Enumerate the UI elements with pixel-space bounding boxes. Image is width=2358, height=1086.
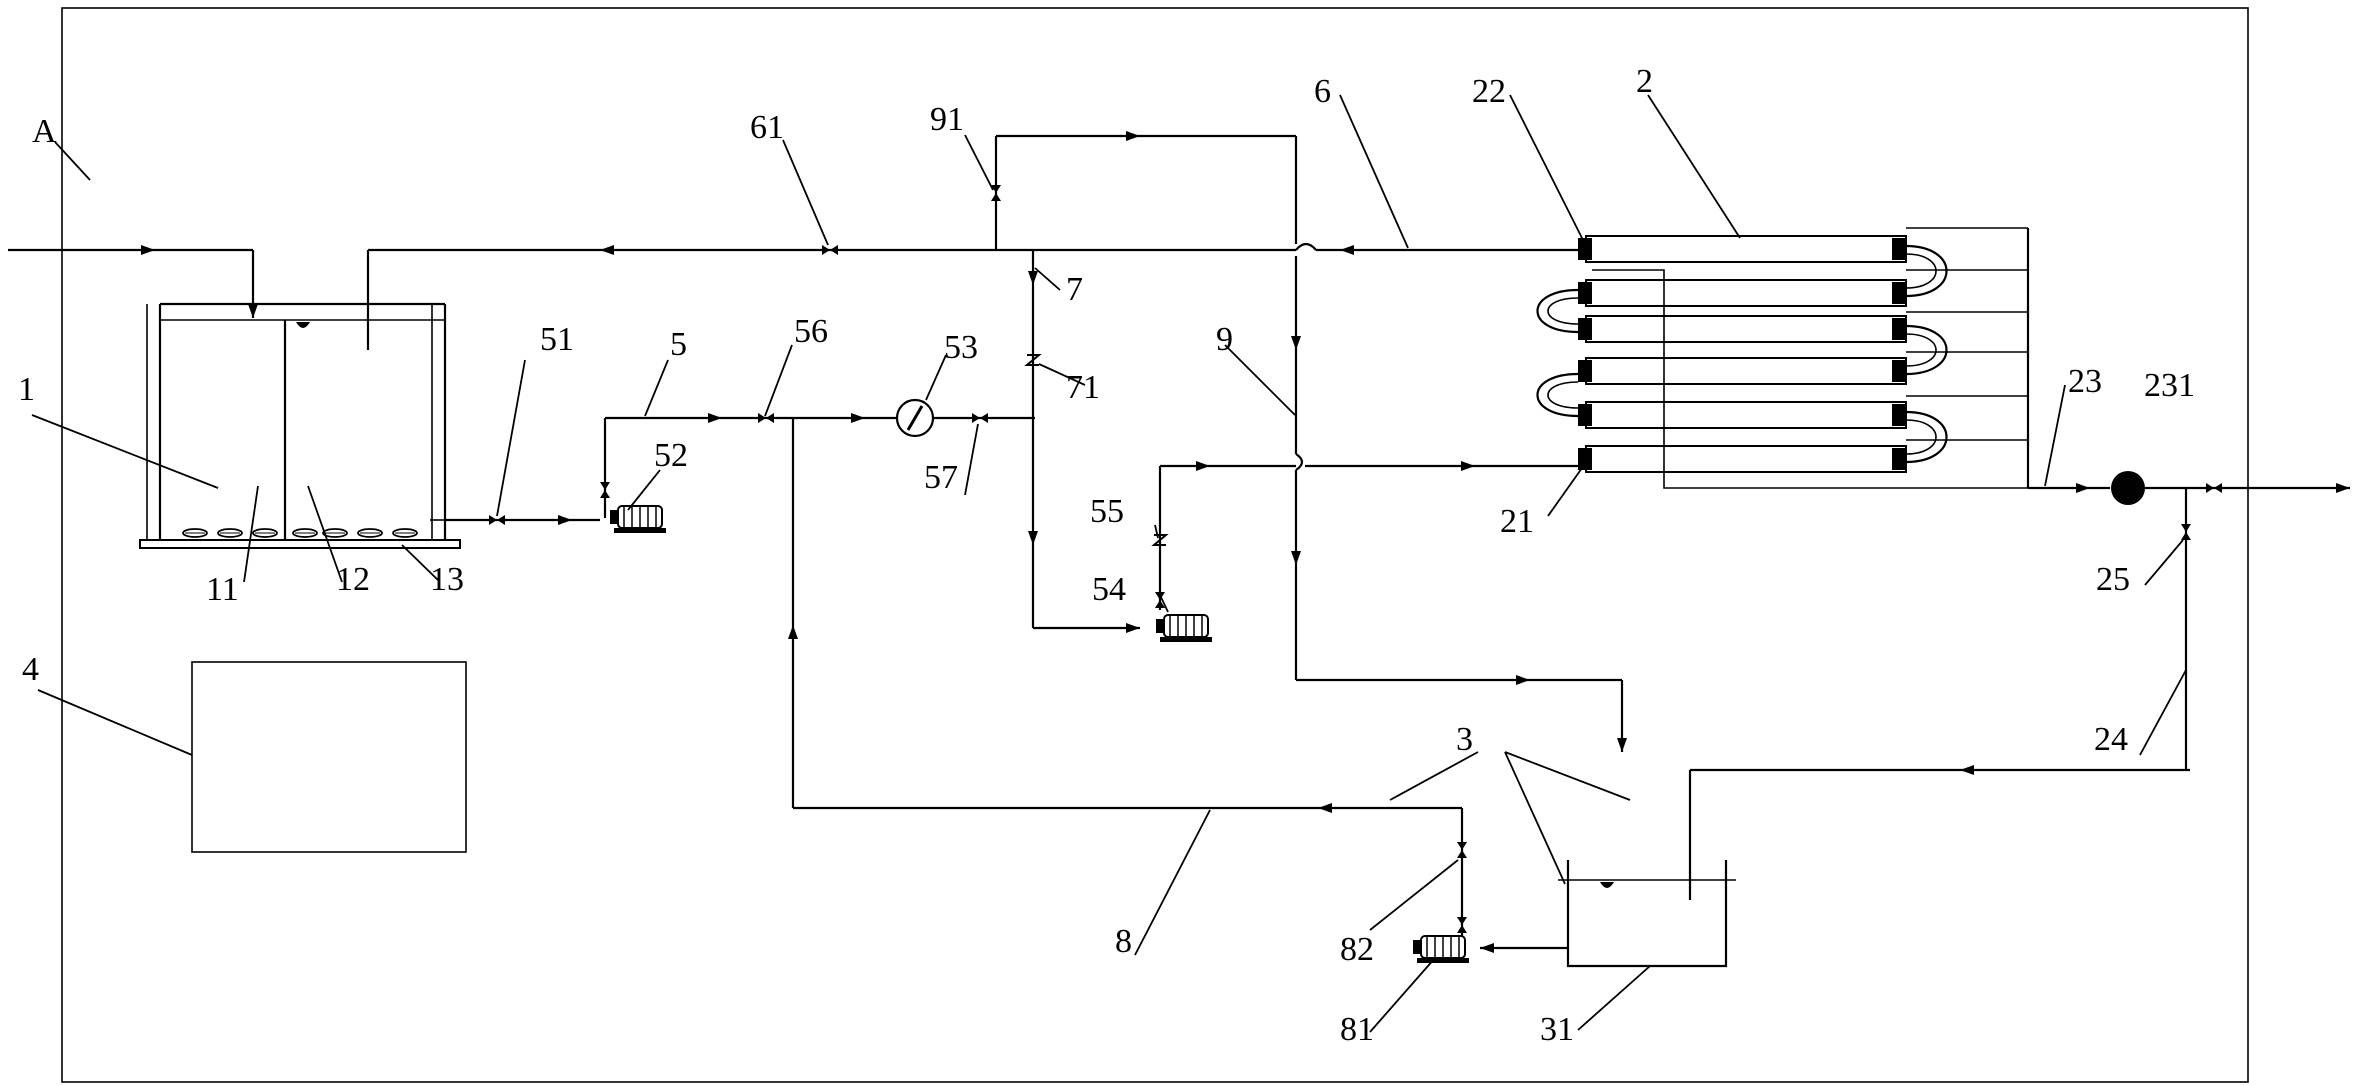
tank-3 bbox=[1558, 765, 2190, 968]
label-53: 53 bbox=[944, 329, 978, 366]
label-55: 55 bbox=[1090, 493, 1124, 530]
raw-water-inlet bbox=[8, 245, 258, 318]
pipeline-9 bbox=[991, 131, 1627, 752]
label-11: 11 bbox=[206, 571, 239, 608]
label-7: 7 bbox=[1066, 271, 1083, 308]
pipeline-23 bbox=[2028, 471, 2350, 770]
label-31: 31 bbox=[1540, 1011, 1574, 1048]
label-82: 82 bbox=[1340, 931, 1374, 968]
product-tank-231 bbox=[2111, 471, 2145, 505]
membrane-tubes bbox=[1585, 235, 1907, 473]
label-5: 5 bbox=[670, 326, 687, 363]
system-boundary bbox=[61, 7, 2249, 1083]
label-21: 21 bbox=[1500, 503, 1534, 540]
label-13: 13 bbox=[430, 561, 464, 598]
label-22: 22 bbox=[1472, 73, 1506, 110]
label-81: 81 bbox=[1340, 1011, 1374, 1048]
label-2: 2 bbox=[1636, 63, 1653, 100]
pipeline-5 bbox=[445, 398, 1035, 534]
label-25: 25 bbox=[2096, 561, 2130, 598]
label-91: 91 bbox=[930, 101, 964, 138]
control-box-4 bbox=[191, 661, 467, 853]
membrane-module-2 bbox=[1536, 227, 2040, 489]
label-54: 54 bbox=[1092, 571, 1126, 608]
label-1: 1 bbox=[18, 371, 35, 408]
label-24: 24 bbox=[2094, 721, 2128, 758]
label-57: 57 bbox=[924, 459, 958, 496]
label-231: 231 bbox=[2144, 367, 2195, 404]
label-9: 9 bbox=[1216, 321, 1233, 358]
label-51: 51 bbox=[540, 321, 574, 358]
leader-lines bbox=[31, 94, 2187, 1033]
label-8: 8 bbox=[1115, 923, 1132, 960]
label-3: 3 bbox=[1456, 721, 1473, 758]
label-A: A bbox=[32, 113, 57, 150]
pipeline-6 bbox=[366, 242, 1580, 350]
label-12: 12 bbox=[336, 561, 370, 598]
label-6: 6 bbox=[1314, 73, 1331, 110]
label-52: 52 bbox=[654, 437, 688, 474]
label-56: 56 bbox=[794, 313, 828, 350]
label-23: 23 bbox=[2068, 363, 2102, 400]
label-4: 4 bbox=[22, 651, 39, 688]
label-61: 61 bbox=[750, 109, 784, 146]
label-71: 71 bbox=[1066, 369, 1100, 406]
pipeline-7 bbox=[1026, 250, 1580, 643]
tank-1 bbox=[139, 302, 461, 549]
pipeline-8 bbox=[788, 418, 1568, 964]
callout-labels: A 1 2 3 4 5 6 7 8 9 11 12 13 21 22 23 23… bbox=[18, 63, 2195, 1048]
